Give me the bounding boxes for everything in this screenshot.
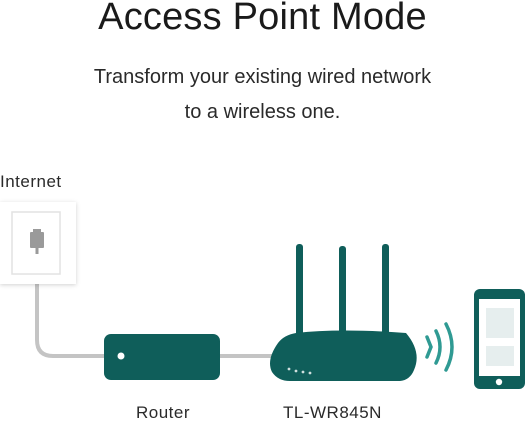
page-title: Access Point Mode	[98, 0, 427, 38]
ethernet-wall-jack-icon	[0, 202, 76, 284]
router-label: Router	[136, 403, 191, 422]
antenna-right	[382, 244, 389, 338]
antenna-middle	[339, 246, 346, 338]
antenna-left	[296, 244, 303, 338]
internet-label: Internet	[0, 172, 62, 191]
wireless-router-icon	[270, 244, 417, 381]
router-icon	[104, 334, 220, 380]
cable-wall-to-router	[35, 246, 108, 358]
subtitle-line-1: Transform your existing wired network	[93, 66, 432, 88]
subtitle-line-2: to a wireless one.	[184, 101, 341, 123]
smartphone-icon	[474, 289, 525, 389]
device-label: TL-WR845N	[283, 403, 382, 422]
wifi-signal-icon	[425, 322, 454, 372]
